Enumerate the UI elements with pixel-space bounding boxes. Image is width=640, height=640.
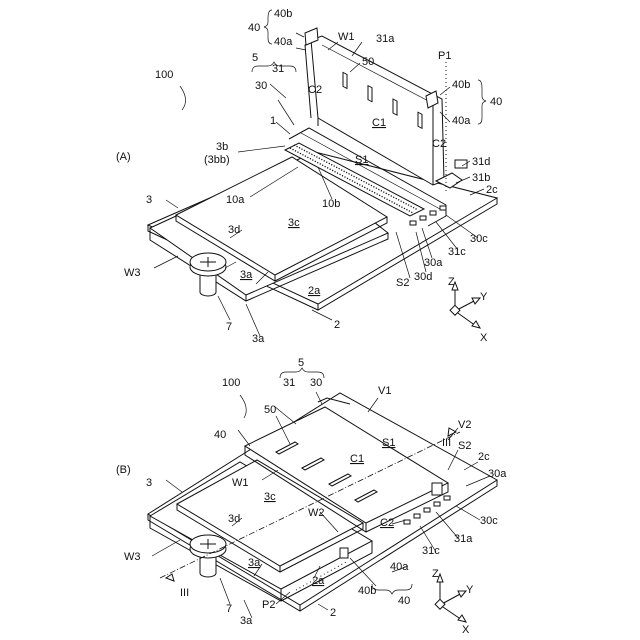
label-3d-a: 3d: [228, 224, 240, 236]
label-axis-x-b: X: [462, 624, 470, 636]
label-c2-right-a: C2: [432, 138, 446, 150]
label-30d-a: 30d: [414, 271, 432, 283]
label-2c-b: 2c: [478, 451, 490, 463]
brace-40-b: [372, 584, 412, 594]
latch-40-b-right: [432, 483, 442, 495]
label-40-top-a: 40: [248, 22, 260, 34]
label-1-a: 1: [270, 115, 276, 127]
axes-a: [450, 282, 480, 328]
label-5-a: 5: [252, 52, 258, 64]
label-40b-top-a: 40b: [274, 8, 292, 20]
label-2-a: 2: [334, 319, 340, 331]
label-iii-left-b: III: [180, 587, 189, 599]
label-axis-x-a: X: [480, 332, 488, 344]
panel-b: (B) 5 100 31 30 V1 50 40 S1 III V2 S2 C1…: [116, 357, 507, 636]
label-panel-b: (B): [116, 464, 131, 476]
label-30c-b: 30c: [480, 515, 498, 527]
label-5-b: 5: [298, 357, 304, 369]
label-3a-lower-b: 3a: [240, 615, 253, 627]
label-7-b: 7: [226, 603, 232, 615]
label-3a-upper-b: 3a: [248, 557, 261, 569]
axes-b: [435, 574, 466, 622]
label-c2-b: C2: [380, 517, 394, 529]
window-50-2: [368, 86, 372, 102]
lid-31-flange: [305, 45, 311, 118]
label-10a-a: 10a: [226, 194, 245, 206]
label-3d-b: 3d: [228, 513, 240, 525]
label-w3-b: W3: [124, 551, 141, 563]
label-3bb-a: (3bb): [204, 154, 230, 166]
label-c1-a: C1: [372, 117, 386, 129]
label-100-a: 100: [155, 69, 173, 81]
label-10b-a: 10b: [322, 198, 340, 210]
label-40a-top-a: 40a: [274, 36, 293, 48]
label-31a-a: 31a: [376, 33, 395, 45]
label-30c-a: 30c: [470, 233, 488, 245]
label-s2-a: S2: [396, 277, 409, 289]
section-arrow-left: [166, 574, 174, 581]
label-s2-b: S2: [458, 440, 471, 452]
label-3b-a: 3b: [216, 141, 228, 153]
label-axis-y-b: Y: [466, 584, 474, 596]
label-31b-a: 31b: [472, 172, 490, 184]
label-2a-b: 2a: [312, 575, 325, 587]
label-31c-b: 31c: [422, 545, 440, 557]
label-3c-a: 3c: [288, 217, 300, 229]
label-panel-a: (A): [116, 151, 131, 163]
label-31a-b: 31a: [454, 533, 473, 545]
label-2c-a: 2c: [486, 184, 498, 196]
label-s1-b: S1: [382, 437, 395, 449]
label-v1-b: V1: [378, 385, 391, 397]
label-30a-b: 30a: [488, 468, 507, 480]
label-40-group-b: 40: [398, 595, 410, 607]
latch-40-b-left: [340, 548, 348, 558]
label-2-b: 2: [330, 607, 336, 619]
label-p1-a: P1: [438, 50, 451, 62]
brace-40-top: [264, 10, 272, 44]
label-40a-right-a: 40a: [452, 115, 471, 127]
label-50-a: 50: [362, 56, 374, 68]
label-w1-a: W1: [338, 31, 355, 43]
label-40b-b: 40b: [358, 585, 376, 597]
label-31c-a: 31c: [448, 246, 466, 258]
label-40-b: 40: [214, 429, 226, 441]
label-100-b: 100: [222, 377, 240, 389]
label-30-b: 30: [310, 377, 322, 389]
label-w3-a: W3: [124, 267, 141, 279]
label-3-a: 3: [146, 194, 152, 206]
label-axis-z-a: Z: [448, 276, 455, 288]
label-w2-b: W2: [308, 507, 325, 519]
label-c2-left-a: C2: [308, 84, 322, 96]
label-50-b: 50: [264, 404, 276, 416]
label-iii-right-b: III: [442, 437, 451, 449]
label-7-a: 7: [226, 321, 232, 333]
label-axis-y-a: Y: [480, 291, 488, 303]
brace-40-right: [478, 80, 486, 124]
label-30-a: 30: [255, 80, 267, 92]
label-40b-right-a: 40b: [452, 79, 470, 91]
window-50-1: [343, 72, 347, 88]
panel-a: (A) 100 40 40b 40a W1 31a P1 40b 40 40a …: [116, 8, 502, 345]
label-axis-z-b: Z: [432, 568, 439, 580]
label-3c-b: 3c: [264, 491, 276, 503]
label-v2-b: V2: [458, 419, 471, 431]
label-2a-a: 2a: [308, 285, 321, 297]
label-3a-upper-a: 3a: [240, 269, 253, 281]
label-p2-b: P2: [262, 599, 275, 611]
label-40-right-a: 40: [490, 96, 502, 108]
label-31-a: 31: [272, 63, 284, 75]
label-s1-a: S1: [355, 154, 368, 166]
label-40a-b: 40a: [390, 561, 409, 573]
label-31d-a: 31d: [472, 156, 490, 168]
label-3-b: 3: [146, 477, 152, 489]
label-c1-b: C1: [350, 453, 364, 465]
window-50-4: [418, 112, 422, 128]
label-3a-lower-a: 3a: [252, 333, 265, 345]
label-30a-a: 30a: [424, 257, 443, 269]
label-w1-b: W1: [232, 477, 249, 489]
window-50-3: [393, 99, 397, 115]
label-31-b: 31: [283, 377, 295, 389]
